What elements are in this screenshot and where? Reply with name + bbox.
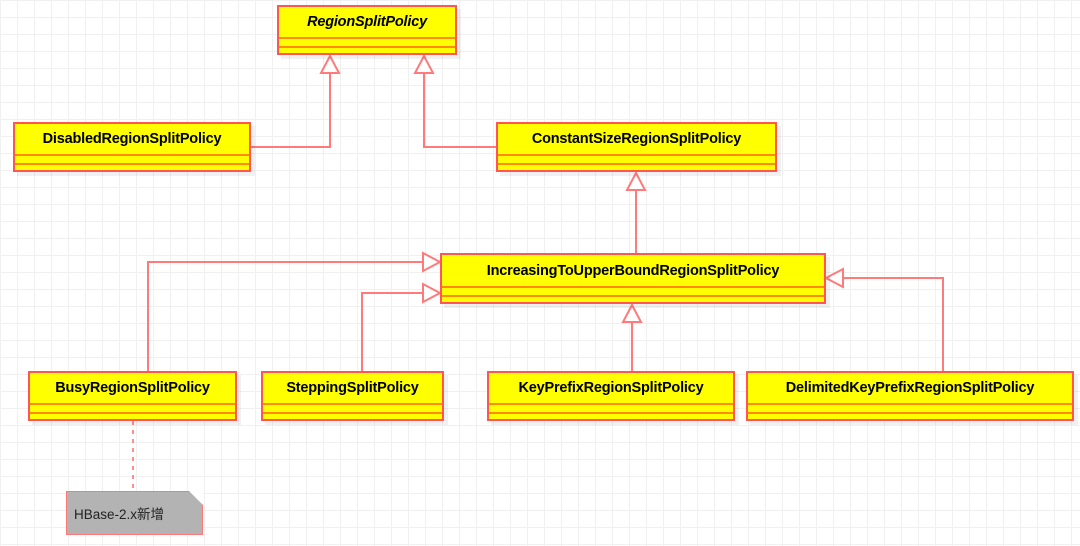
operations-compartment (498, 165, 775, 170)
attributes-compartment (498, 156, 775, 163)
compartment-separator (15, 154, 249, 156)
compartment-separator (442, 295, 824, 297)
operations-compartment (442, 297, 824, 302)
uml-class-title: KeyPrefixRegionSplitPolicy (518, 380, 704, 396)
operations-compartment (489, 414, 733, 419)
edge-delimitedkeyprefix-to-increasing (823, 267, 944, 371)
attributes-compartment (748, 405, 1072, 412)
compartment-separator (279, 37, 455, 39)
uml-class-delimited-key-prefix-region-split-policy[interactable]: DelimitedKeyPrefixRegionSplitPolicy (746, 371, 1074, 421)
uml-note-hbase-2x[interactable]: HBase-2.x新增 (66, 491, 203, 535)
compartment-separator (15, 163, 249, 165)
uml-class-region-split-policy[interactable]: RegionSplitPolicy (277, 5, 457, 55)
uml-class-busy-region-split-policy[interactable]: BusyRegionSplitPolicy (28, 371, 237, 421)
attributes-compartment (442, 288, 824, 295)
uml-class-disabled-region-split-policy[interactable]: DisabledRegionSplitPolicy (13, 122, 251, 172)
compartment-separator (30, 403, 235, 405)
compartment-separator (489, 412, 733, 414)
compartment-separator (263, 403, 442, 405)
edge-disabled-to-regionsplitpolicy (251, 53, 341, 148)
edge-busy-to-increasing (147, 251, 443, 371)
edge-increasing-to-constantsize (625, 170, 647, 253)
inheritance-arrowhead (621, 302, 643, 323)
uml-class-title: RegionSplitPolicy (307, 14, 427, 30)
attributes-compartment (279, 39, 455, 46)
uml-class-title: DisabledRegionSplitPolicy (42, 131, 222, 147)
uml-class-title: BusyRegionSplitPolicy (55, 380, 210, 396)
uml-class-title: IncreasingToUpperBoundRegionSplitPolicy (486, 262, 780, 279)
compartment-separator (498, 154, 775, 156)
uml-class-constant-size-region-split-policy[interactable]: ConstantSizeRegionSplitPolicy (496, 122, 777, 172)
uml-note-text: HBase-2.x新增 (74, 507, 165, 522)
uml-class-title: SteppingSplitPolicy (286, 380, 419, 396)
inheritance-arrowhead (413, 53, 435, 74)
uml-class-stepping-split-policy[interactable]: SteppingSplitPolicy (261, 371, 444, 421)
operations-compartment (15, 165, 249, 170)
uml-class-key-prefix-region-split-policy[interactable]: KeyPrefixRegionSplitPolicy (487, 371, 735, 421)
compartment-separator (748, 412, 1072, 414)
uml-class-title: DelimitedKeyPrefixRegionSplitPolicy (785, 380, 1035, 396)
inheritance-arrowhead (823, 267, 844, 289)
edge-constantsize-to-regionsplitpolicy (413, 53, 496, 148)
inheritance-arrowhead (625, 170, 647, 191)
compartment-separator (748, 403, 1072, 405)
edge-stepping-to-increasing (361, 282, 443, 371)
uml-class-increasing-to-upper-bound-region-split-policy[interactable]: IncreasingToUpperBoundRegionSplitPolicy (440, 253, 826, 304)
operations-compartment (263, 414, 442, 419)
attributes-compartment (489, 405, 733, 412)
note-fold-corner-icon (189, 491, 203, 505)
inheritance-arrowhead (422, 282, 443, 304)
compartment-separator (498, 163, 775, 165)
attributes-compartment (30, 405, 235, 412)
compartment-separator (279, 46, 455, 48)
operations-compartment (748, 414, 1072, 419)
compartment-separator (442, 286, 824, 288)
compartment-separator (30, 412, 235, 414)
uml-class-title: ConstantSizeRegionSplitPolicy (531, 131, 742, 147)
inheritance-arrowhead (319, 53, 341, 74)
operations-compartment (279, 48, 455, 53)
compartment-separator (489, 403, 733, 405)
attributes-compartment (263, 405, 442, 412)
inheritance-arrowhead (422, 251, 443, 273)
edge-keyprefix-to-increasing (621, 302, 643, 371)
attributes-compartment (15, 156, 249, 163)
compartment-separator (263, 412, 442, 414)
operations-compartment (30, 414, 235, 419)
